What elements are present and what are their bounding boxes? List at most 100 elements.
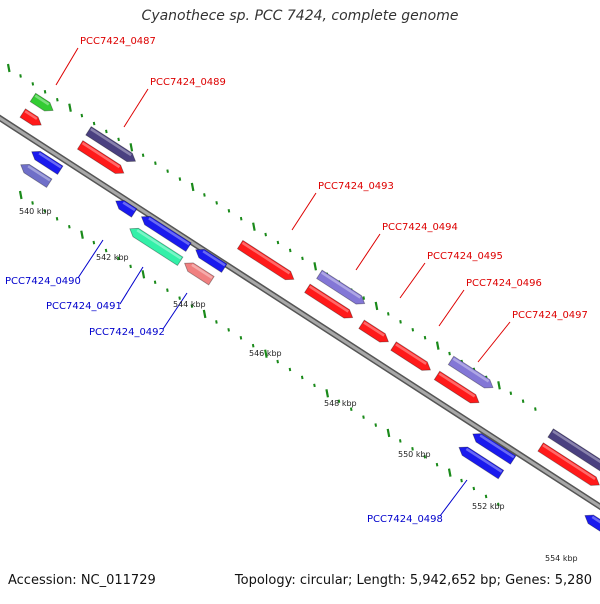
- ruler-tick: [497, 381, 501, 390]
- gene-label-0492[interactable]: PCC7424_0492: [89, 327, 165, 338]
- gene-feature-0498b[interactable]: [470, 430, 517, 465]
- ruler-tick: [129, 143, 134, 152]
- gene-feature-0491[interactable]: [139, 213, 192, 252]
- gene-label-0497[interactable]: PCC7424_0497: [512, 310, 588, 321]
- gene-feature-0492[interactable]: [193, 246, 228, 273]
- ruler-label-542: 542 kbp: [96, 253, 129, 262]
- gene-feature-0497b[interactable]: [447, 355, 495, 392]
- gene-feature-0490a[interactable]: [29, 148, 64, 175]
- ruler-tick: [117, 137, 120, 142]
- ruler-tick: [203, 193, 206, 197]
- ruler-tick: [252, 222, 256, 231]
- label-callouts: [55, 47, 511, 517]
- gene-feature-0493[interactable]: [236, 239, 296, 283]
- ruler-tick: [6, 63, 11, 73]
- ruler-tick: [325, 389, 330, 398]
- gene-feature-0488[interactable]: [19, 108, 44, 129]
- gene-label-0498[interactable]: PCC7424_0498: [367, 514, 443, 525]
- ruler-label-552: 552 kbp: [472, 502, 505, 511]
- label-callout-line: [439, 479, 468, 517]
- ruler-tick: [31, 82, 35, 86]
- ruler-label-554: 554 kbp: [545, 554, 578, 563]
- gene-label-0490[interactable]: PCC7424_0490: [5, 276, 81, 287]
- ruler-tick: [117, 256, 120, 261]
- gene-feature-0494[interactable]: [304, 283, 356, 322]
- ruler-tick: [313, 383, 316, 388]
- ruler-tick: [215, 201, 218, 205]
- label-callout-line: [119, 266, 144, 305]
- ruler-label-546: 546 kbp: [249, 349, 282, 358]
- ruler-tick: [411, 327, 415, 332]
- gene-feature-0498[interactable]: [456, 443, 505, 480]
- accession-text: Accession: NC_011729: [8, 573, 156, 588]
- gene-feature-0489-band[interactable]: [85, 126, 138, 166]
- ruler-tick: [227, 328, 230, 332]
- ruler-tick: [484, 494, 488, 499]
- ruler-tick: [56, 97, 59, 102]
- ruler-tick: [398, 439, 402, 443]
- ruler-tick: [104, 248, 108, 253]
- ruler-tick: [166, 288, 169, 292]
- ruler-label-550: 550 kbp: [398, 450, 431, 459]
- gene-feature-0495[interactable]: [358, 319, 391, 346]
- gene-label-0495[interactable]: PCC7424_0495: [427, 251, 503, 262]
- gene-feature-0490c[interactable]: [113, 197, 138, 218]
- ruler-tick: [129, 264, 132, 269]
- ruler-tick: [141, 270, 146, 279]
- gene-label-0489[interactable]: PCC7424_0489: [150, 77, 226, 88]
- ruler-tick: [399, 320, 402, 324]
- ruler-tick: [447, 468, 452, 477]
- ruler-tick: [92, 121, 96, 126]
- label-callout-line: [438, 289, 465, 327]
- gene-label-0491[interactable]: PCC7424_0491: [46, 301, 122, 312]
- ruler-tick: [276, 359, 279, 364]
- ruler-tick: [362, 296, 366, 300]
- ruler-tick: [497, 502, 500, 507]
- gene-feature-0490b[interactable]: [18, 161, 53, 188]
- gene-feature-0491b[interactable]: [127, 225, 184, 267]
- ruler-tick: [301, 256, 304, 261]
- gene-feature-0499b[interactable]: [547, 428, 600, 475]
- ruler-tick: [313, 262, 318, 271]
- ruler-tick: [435, 462, 439, 467]
- ruler-tick: [55, 217, 59, 221]
- gene-label-0494[interactable]: PCC7424_0494: [382, 222, 458, 233]
- ruler-tick: [80, 230, 84, 239]
- ruler-tick: [153, 280, 157, 285]
- ruler-tick: [374, 423, 378, 427]
- label-callout-line: [477, 321, 511, 363]
- ruler-tick: [202, 309, 207, 319]
- ruler-ticks: [6, 63, 537, 507]
- ruler-tick: [190, 304, 194, 308]
- ruler-tick: [288, 367, 292, 372]
- gene-feature-0489[interactable]: [76, 140, 126, 178]
- ruler-tick: [92, 240, 96, 245]
- gene-feature-0494b[interactable]: [316, 269, 368, 308]
- label-callout-line: [123, 88, 149, 128]
- label-callout-line: [399, 262, 426, 299]
- gene-feature-0499[interactable]: [537, 442, 600, 489]
- ruler-tick: [509, 391, 513, 396]
- gene-feature-0492b[interactable]: [182, 259, 215, 286]
- gene-label-0487[interactable]: PCC7424_0487: [80, 36, 156, 47]
- ruler-tick: [166, 169, 169, 173]
- ruler-tick: [423, 454, 427, 459]
- gene-label-0496[interactable]: PCC7424_0496: [466, 278, 542, 289]
- ruler-tick: [215, 320, 218, 324]
- gene-feature-0497[interactable]: [433, 370, 481, 407]
- ruler-tick: [31, 201, 34, 205]
- gene-label-0493[interactable]: PCC7424_0493: [318, 181, 394, 192]
- gene-feature-0487[interactable]: [29, 92, 56, 114]
- ruler-tick: [386, 312, 390, 316]
- ruler-tick: [154, 161, 157, 165]
- label-callout-line: [55, 47, 79, 86]
- ruler-tick: [264, 232, 267, 237]
- ruler-tick: [68, 103, 72, 112]
- gene-features: [18, 92, 600, 534]
- genome-summary-text: Topology: circular; Length: 5,942,652 bp…: [234, 573, 592, 588]
- gene-feature-0496[interactable]: [390, 341, 433, 374]
- map-title: Cyanothece sp. PCC 7424, complete genome: [141, 8, 459, 24]
- gene-feature-0500[interactable]: [582, 511, 600, 534]
- ruler-tick: [251, 343, 255, 348]
